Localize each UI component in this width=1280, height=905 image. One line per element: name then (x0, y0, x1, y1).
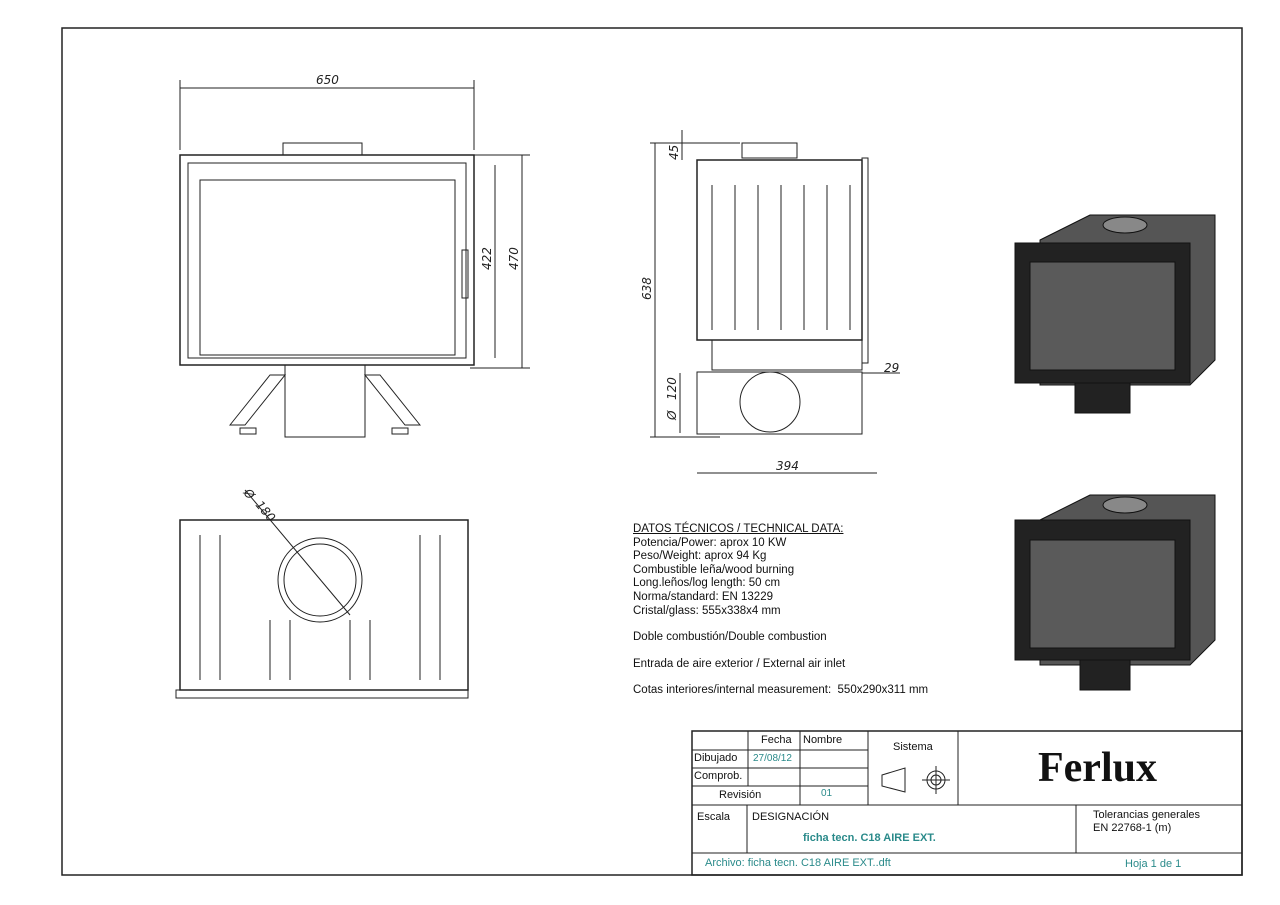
dim-45: 45 (667, 145, 681, 160)
tb-comprob: Comprob. (694, 770, 743, 782)
dim-diameter-symbol: Ø (665, 410, 679, 421)
tb-tolerancias-std: EN 22768-1 (m) (1093, 822, 1172, 834)
tech-line: Norma/standard: EN 13229 (633, 590, 773, 603)
dim-422: 422 (480, 247, 494, 270)
tb-fecha: Fecha (761, 734, 792, 746)
tb-designacion: DESIGNACIÓN (752, 811, 830, 823)
internal-measurement: Cotas interiores/internal measurement: 5… (633, 684, 929, 697)
dim-394: 394 (776, 459, 799, 473)
dim-470: 470 (507, 247, 521, 270)
render-3d-lower (1014, 494, 1216, 691)
top-view (175, 489, 469, 699)
tb-tolerancias: Tolerancias generales (1093, 809, 1201, 821)
tb-revision: Revisión (719, 789, 762, 801)
technical-data-heading: DATOS TÉCNICOS / TECHNICAL DATA: (633, 523, 844, 535)
tech-line: Potencia/Power: aprox 10 KW (633, 536, 787, 549)
tb-dibujado: Dibujado (694, 752, 738, 764)
dim-diameter-symbol-top: Ø (240, 485, 258, 502)
tech-line: Combustible leña/wood burning (633, 563, 795, 576)
tb-escala: Escala (697, 811, 731, 823)
tb-nombre: Nombre (803, 734, 843, 746)
title-block-grid (691, 730, 1243, 876)
dim-638: 638 (640, 277, 654, 300)
projection-cone-icon (881, 767, 906, 793)
tb-sistema: Sistema (893, 741, 933, 753)
render-3d-upper (1014, 214, 1216, 414)
double-combustion: Doble combustión/Double combustion (633, 631, 827, 644)
tech-line: Long.leños/log length: 50 cm (633, 577, 781, 590)
dim-650: 650 (316, 73, 339, 87)
tb-revision-value: 01 (821, 788, 833, 799)
tb-hoja: Hoja 1 de 1 (1125, 858, 1182, 870)
tb-designation-value: ficha tecn. C18 AIRE EXT. (803, 832, 936, 844)
tech-line: Cristal/glass: 555x338x4 mm (633, 604, 781, 617)
dim-29: 29 (884, 361, 899, 375)
tb-date: 27/08/12 (753, 753, 792, 764)
side-view (650, 130, 900, 474)
front-view (179, 80, 530, 438)
tb-archivo: Archivo: ficha tecn. C18 AIRE EXT..dft (705, 857, 891, 869)
ferlux-logo: Ferlux (1038, 745, 1157, 791)
air-inlet: Entrada de aire exterior / External air … (633, 657, 846, 670)
dim-120: 120 (665, 377, 679, 400)
technical-data: DATOS TÉCNICOS / TECHNICAL DATA: Potenci… (633, 523, 928, 698)
tech-line: Peso/Weight: aprox 94 Kg (633, 550, 767, 563)
sheet-border (61, 27, 1243, 876)
